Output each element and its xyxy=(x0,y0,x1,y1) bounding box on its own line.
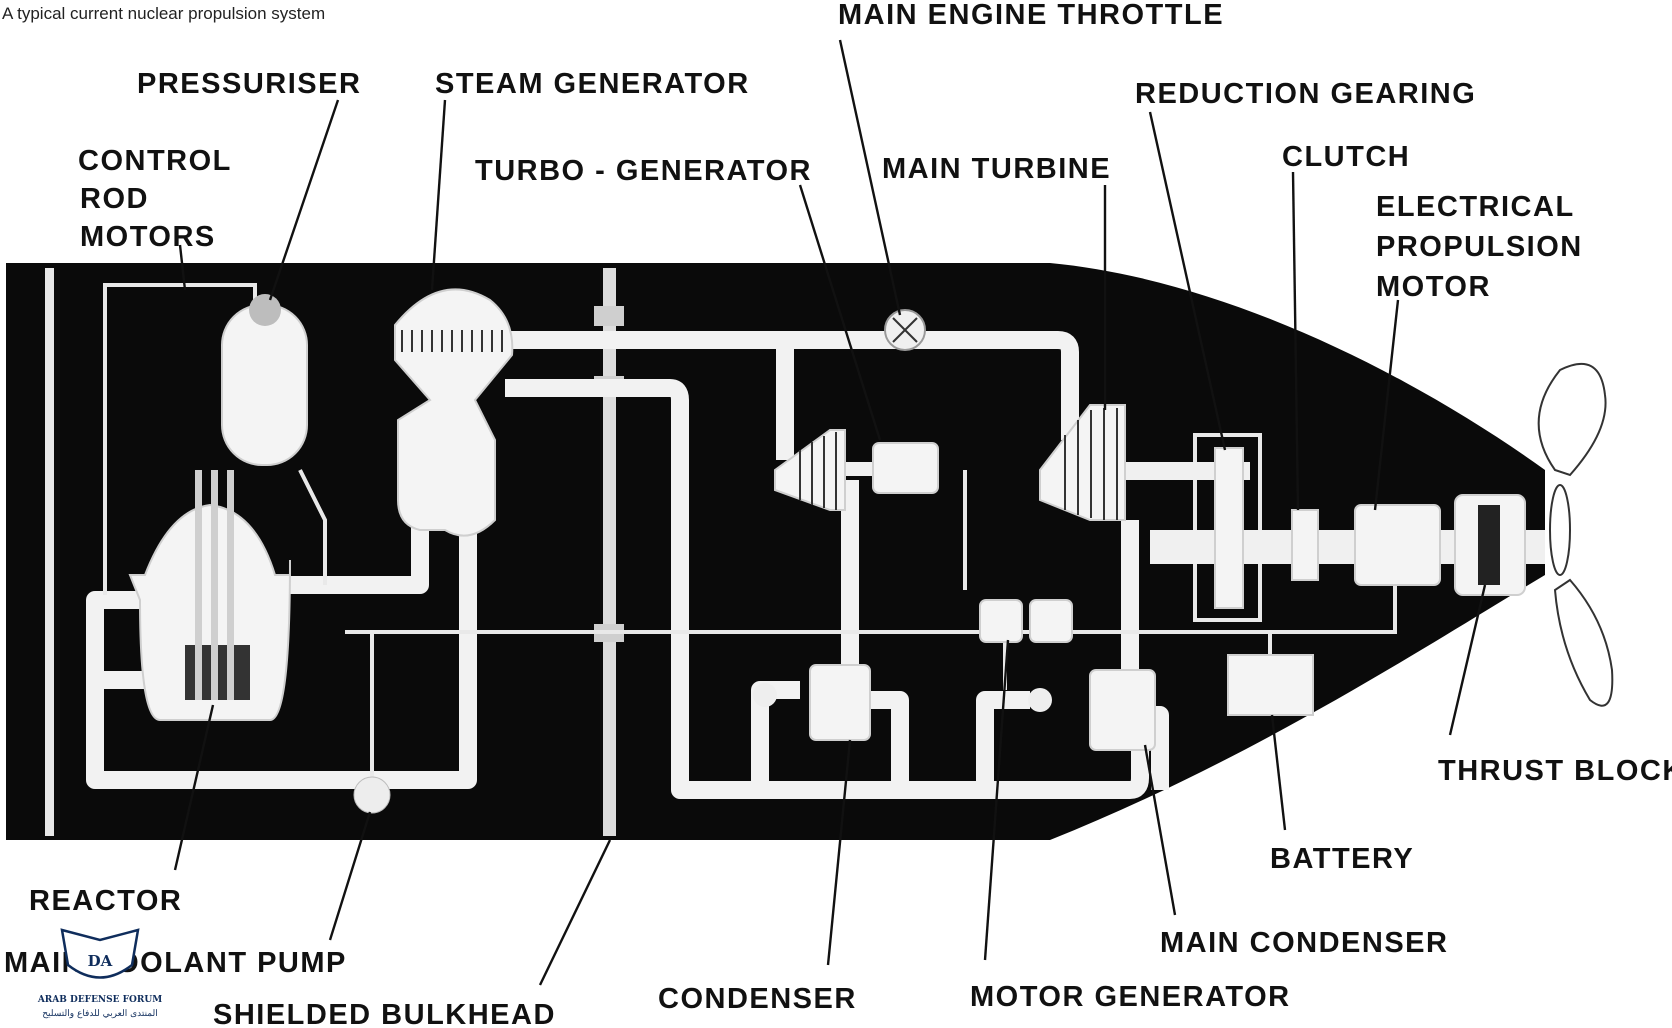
label-motor-generator: MOTOR GENERATOR xyxy=(970,981,1291,1013)
thrust-block-inner xyxy=(1478,505,1500,585)
label-clutch: CLUTCH xyxy=(1282,141,1410,173)
main-steam-line xyxy=(505,331,1079,440)
leader-control-rod-motors xyxy=(178,244,187,291)
leader-condenser xyxy=(826,739,852,966)
leader-reactor xyxy=(173,704,215,871)
submarine-hull xyxy=(6,263,1545,840)
turbo-turbine-blades xyxy=(799,432,837,510)
label-battery: BATTERY xyxy=(1270,843,1414,875)
leader-turbo-generator xyxy=(798,184,882,441)
label-thrust-block: THRUST BLOCK xyxy=(1438,755,1672,787)
label-electrical-propulsion-motor-3: MOTOR xyxy=(1376,271,1491,303)
leader-main-condenser xyxy=(1143,744,1177,916)
label-main-condenser: MAIN CONDENSER xyxy=(1160,927,1448,959)
throttle-cross-2 xyxy=(892,317,918,343)
main-condenser-unit xyxy=(1089,669,1156,751)
battery-unit xyxy=(1227,654,1314,716)
label-shielded-bulkhead: SHIELDED BULKHEAD xyxy=(213,999,556,1028)
pressuriser-vessel xyxy=(221,304,308,466)
motor-generator-unit-2 xyxy=(1029,599,1073,643)
electrical-propulsion-motor-unit xyxy=(1354,504,1441,586)
leader-battery xyxy=(1270,714,1287,831)
label-electrical-propulsion-motor-2: PROPULSION xyxy=(1376,231,1583,263)
label-condenser: CONDENSER xyxy=(658,983,857,1015)
primary-loop-cold-leg xyxy=(86,680,360,789)
condenser-pump xyxy=(753,683,777,707)
feed-line-condenser-2 xyxy=(870,691,909,790)
watermark-logo: DA ARAB DEFENSE FORUM المنتدى العربي للد… xyxy=(37,928,162,1019)
leader-main-engine-throttle xyxy=(838,39,902,316)
leader-main-coolant-pump xyxy=(328,811,372,941)
reduction-gearing-unit xyxy=(1214,447,1244,609)
label-control-rod-motors-3: MOTORS xyxy=(80,221,216,253)
main-condenser-pump xyxy=(1028,688,1052,712)
label-main-coolant-pump: MAIN COOLANT PUMP xyxy=(4,947,347,979)
turbo-turbine xyxy=(774,429,846,511)
propeller-lower-blade xyxy=(1553,578,1614,707)
feed-line-main-condenser xyxy=(976,691,1030,790)
label-turbo-generator: TURBO - GENERATOR xyxy=(475,155,812,187)
watermark-shield-icon xyxy=(60,928,140,979)
steam-generator-tubes xyxy=(401,330,503,352)
condenser-unit xyxy=(809,664,871,741)
leader-shielded-bulkhead xyxy=(538,839,612,986)
turbo-generator-unit xyxy=(872,442,939,494)
label-electrical-propulsion-motor-1: ELECTRICAL xyxy=(1376,191,1575,223)
leader-pressuriser xyxy=(268,99,340,301)
bulkhead-collar-1 xyxy=(594,306,624,326)
label-reduction-gearing: REDUCTION GEARING xyxy=(1135,78,1476,110)
label-main-turbine: MAIN TURBINE xyxy=(882,153,1111,185)
leader-electrical-propulsion-motor xyxy=(1373,299,1400,511)
leader-steam-generator xyxy=(430,99,447,291)
label-pressuriser: PRESSURISER xyxy=(137,68,361,100)
leader-reduction-gearing xyxy=(1148,111,1227,451)
main-turbine-blades xyxy=(1064,408,1118,520)
label-reactor: REACTOR xyxy=(29,885,182,917)
pressuriser-line xyxy=(298,469,327,585)
propeller-upper-blade xyxy=(1537,362,1607,477)
pressuriser-top xyxy=(249,294,281,326)
clutch-unit xyxy=(1291,509,1319,581)
steam-line-2 xyxy=(505,379,1149,799)
diagram-caption: A typical current nuclear propulsion sys… xyxy=(2,4,325,23)
leader-thrust-block xyxy=(1448,584,1487,736)
control-rods xyxy=(195,470,234,700)
watermark-name: ARAB DEFENSE FORUM xyxy=(37,995,162,1005)
label-control-rod-motors-1: CONTROL xyxy=(78,145,232,177)
leader-clutch xyxy=(1291,171,1300,511)
control-rod-cable xyxy=(103,283,257,595)
label-control-rod-motors-2: ROD xyxy=(80,183,149,215)
watermark-arabic: المنتدى العربي للدفاع والتسليح xyxy=(42,1009,157,1019)
shielded-bulkhead xyxy=(603,268,616,836)
label-main-engine-throttle: MAIN ENGINE THROTTLE xyxy=(838,0,1224,31)
label-steam-generator: STEAM GENERATOR xyxy=(435,68,750,100)
motor-generator-unit-1 xyxy=(979,599,1023,643)
propeller-hub xyxy=(1549,484,1571,576)
leader-motor-generator xyxy=(983,639,1010,961)
main-coolant-pump xyxy=(353,776,391,814)
hull-frame-left xyxy=(45,268,54,836)
watermark-initials: DA xyxy=(88,952,113,970)
